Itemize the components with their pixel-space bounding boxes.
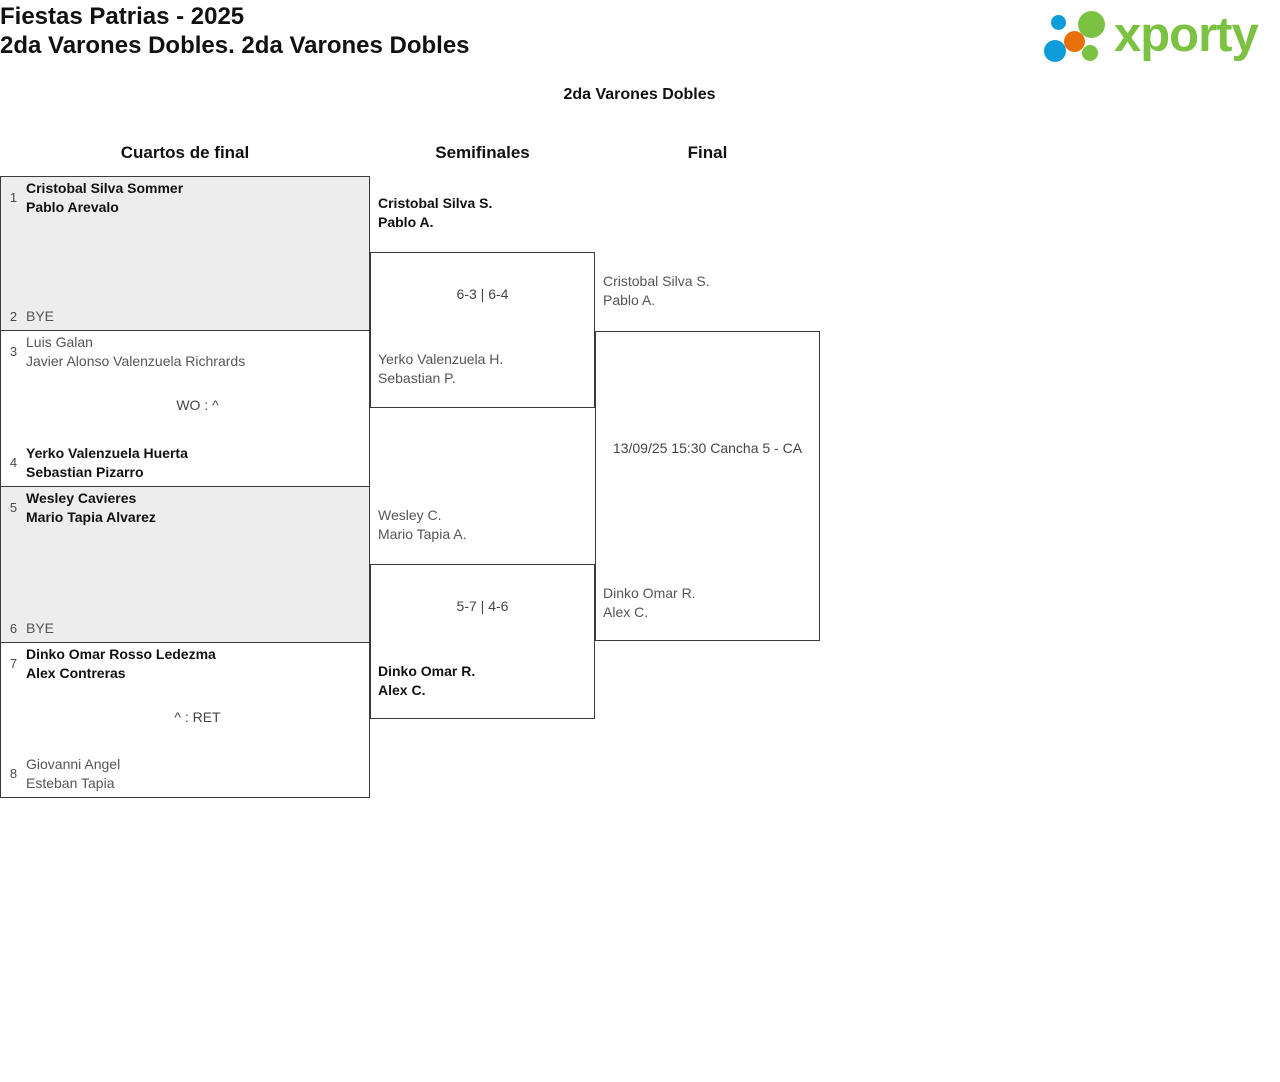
player-name: Cristobal Silva Sommer xyxy=(26,180,184,196)
player-name: Sebastian Pizarro xyxy=(26,464,144,480)
match-final-team-bottom[interactable]: Dinko Omar R. Alex C. xyxy=(603,584,696,622)
player-name: Cristobal Silva S. xyxy=(378,195,493,211)
match-qf-4-score: ^ : RET xyxy=(174,709,221,725)
match-sf-1-score: 6-3 | 6-4 xyxy=(456,286,509,302)
match-qf-3[interactable]: 5 Wesley Cavieres Mario Tapia Alvarez 6 … xyxy=(0,487,370,643)
team-names: Cristobal Silva Sommer Pablo Arevalo xyxy=(26,179,183,217)
bye-label: BYE xyxy=(26,308,55,324)
match-sf-2-team-top[interactable]: Wesley C. Mario Tapia A. xyxy=(378,506,466,544)
seed-number: 3 xyxy=(9,344,18,359)
player-name: Giovanni Angel xyxy=(26,756,121,772)
seed-number: 4 xyxy=(9,455,18,470)
round-header-quarterfinals: Cuartos de final xyxy=(120,143,250,162)
player-name: Esteban Tapia xyxy=(26,775,115,791)
player-name: Alex C. xyxy=(603,604,649,620)
player-name: Pablo A. xyxy=(603,292,656,308)
match-final-schedule: 13/09/25 15:30 Cancha 5 - CA xyxy=(612,440,803,456)
player-name: Dinko Omar R. xyxy=(378,663,476,679)
logo-dots-icon xyxy=(1042,11,1122,63)
seed-number: 8 xyxy=(9,766,18,781)
seed-number: 7 xyxy=(9,656,18,671)
match-qf-3-team-bottom[interactable]: 6 BYE xyxy=(1,619,369,638)
player-name: Alex C. xyxy=(378,682,426,698)
page-header: Fiestas Patrias - 2025 2da Varones Doble… xyxy=(0,0,1280,72)
player-name: Mario Tapia A. xyxy=(378,526,467,542)
player-name: Cristobal Silva S. xyxy=(603,273,710,289)
logo-dot-blue-small-icon xyxy=(1051,15,1066,30)
seed-number: 2 xyxy=(9,308,18,324)
match-qf-4-team-top[interactable]: 7 Dinko Omar Rosso Ledezma Alex Contrera… xyxy=(1,645,369,683)
match-qf-1-team-top[interactable]: 1 Cristobal Silva Sommer Pablo Arevalo xyxy=(1,179,369,217)
match-sf-2[interactable]: 5-7 | 4-6 xyxy=(370,564,595,719)
logo-wordmark: xporty xyxy=(1114,8,1259,62)
match-sf-1[interactable]: 6-3 | 6-4 xyxy=(370,252,595,408)
player-name: Luis Galan xyxy=(26,334,93,350)
bracket-title: 2da Varones Dobles xyxy=(0,86,1280,104)
match-qf-1[interactable]: 1 Cristobal Silva Sommer Pablo Arevalo 2… xyxy=(0,176,370,331)
match-sf-2-score: 5-7 | 4-6 xyxy=(456,598,509,614)
team-names: Dinko Omar Rosso Ledezma Alex Contreras xyxy=(26,645,216,683)
tournament-name: Fiestas Patrias - 2025 xyxy=(0,3,245,30)
match-sf-2-team-bottom[interactable]: Dinko Omar R. Alex C. xyxy=(378,662,475,700)
logo-dot-orange-icon xyxy=(1064,31,1085,52)
match-qf-4[interactable]: 7 Dinko Omar Rosso Ledezma Alex Contrera… xyxy=(0,643,370,798)
player-name: Pablo A. xyxy=(378,214,434,230)
bracket-title-text: 2da Varones Dobles xyxy=(563,86,716,103)
match-final[interactable] xyxy=(595,331,820,641)
match-sf-1-team-bottom[interactable]: Yerko Valenzuela H. Sebastian P. xyxy=(378,350,503,388)
match-qf-2-team-bottom[interactable]: 4 Yerko Valenzuela Huerta Sebastian Piza… xyxy=(1,444,369,482)
round-header-semifinals: Semifinales xyxy=(435,143,530,162)
match-qf-1-team-bottom[interactable]: 2 BYE xyxy=(1,307,369,326)
match-qf-2[interactable]: 3 Luis Galan Javier Alonso Valenzuela Ri… xyxy=(0,331,370,487)
match-qf-4-team-bottom[interactable]: 8 Giovanni Angel Esteban Tapia xyxy=(1,755,369,793)
player-name: Javier Alonso Valenzuela Richrards xyxy=(26,353,246,369)
player-name: Wesley Cavieres xyxy=(26,490,137,506)
team-names: Wesley Cavieres Mario Tapia Alvarez xyxy=(26,489,156,527)
category-name: 2da Varones Dobles. 2da Varones Dobles xyxy=(0,32,470,59)
match-qf-2-team-top[interactable]: 3 Luis Galan Javier Alonso Valenzuela Ri… xyxy=(1,333,369,371)
logo-dot-green-large-icon xyxy=(1078,11,1105,38)
player-name: Dinko Omar Rosso Ledezma xyxy=(26,646,216,662)
player-name: Wesley C. xyxy=(378,507,442,523)
team-names: Giovanni Angel Esteban Tapia xyxy=(26,755,120,793)
player-name: Alex Contreras xyxy=(26,665,126,681)
logo-dot-green-small-icon xyxy=(1082,45,1098,61)
seed-number: 6 xyxy=(9,620,18,636)
page-title: Fiestas Patrias - 2025 2da Varones Doble… xyxy=(0,2,470,60)
player-name: Sebastian P. xyxy=(378,370,456,386)
team-names: Yerko Valenzuela Huerta Sebastian Pizarr… xyxy=(26,444,188,482)
bye-label: BYE xyxy=(26,620,55,636)
seed-number: 5 xyxy=(9,500,18,515)
match-final-team-top[interactable]: Cristobal Silva S. Pablo A. xyxy=(603,272,710,310)
player-name: Dinko Omar R. xyxy=(603,585,696,601)
match-qf-3-team-top[interactable]: 5 Wesley Cavieres Mario Tapia Alvarez xyxy=(1,489,369,527)
team-names: Luis Galan Javier Alonso Valenzuela Rich… xyxy=(26,333,245,371)
round-header-final: Final xyxy=(687,143,728,162)
logo-dot-blue-large-icon xyxy=(1044,40,1066,62)
player-name: Mario Tapia Alvarez xyxy=(26,509,156,525)
xporty-logo[interactable]: xporty xyxy=(1042,6,1278,66)
match-qf-2-score: WO : ^ xyxy=(176,397,219,413)
player-name: Yerko Valenzuela Huerta xyxy=(26,445,188,461)
seed-number: 1 xyxy=(9,190,18,205)
match-sf-1-team-top[interactable]: Cristobal Silva S. Pablo A. xyxy=(378,194,492,232)
player-name: Yerko Valenzuela H. xyxy=(378,351,504,367)
player-name: Pablo Arevalo xyxy=(26,199,119,215)
